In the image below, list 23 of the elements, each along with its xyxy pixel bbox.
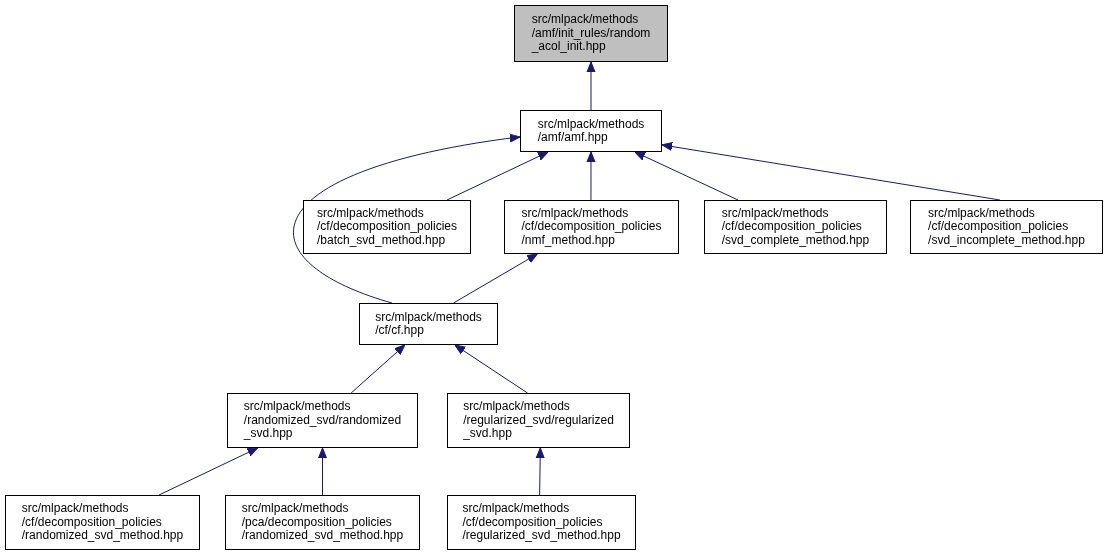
file-box: src/mlpack/methods /cf/decomposition_policies /svd_incomplete_method.hpp [910,200,1103,254]
file-box: src/mlpack/methods /cf/decomposition_policies /nmf_method.hpp [504,200,679,254]
include-arrow [158,447,259,496]
file-box: src/mlpack/methods /cf/cf.hpp [359,303,498,345]
file-box: src/mlpack/methods /randomized_svd/randomized _svd.hpp [227,393,418,448]
file-box: src/mlpack/methods /amf/amf.hpp [520,110,662,152]
file-box: src/mlpack/methods /regularized_svd/regularized _svd.hpp [447,393,630,448]
include-arrow [350,344,406,394]
file-box: src/mlpack/methods /pca/decomposition_policies /randomized_svd_method.hpp [225,495,420,550]
include-arrow [586,151,596,201]
include-arrow [453,253,538,304]
include-arrow [292,133,521,304]
file-box: src/mlpack/methods /amf/init_rules/random _acol_init.hpp [514,5,668,62]
include-arrow [586,61,596,111]
include-arrow [535,447,545,496]
file-box: src/mlpack/methods /cf/decomposition_policies /randomized_svd_method.hpp [5,495,200,550]
include-arrow [634,151,739,201]
file-box: src/mlpack/methods /cf/decomposition_policies /svd_complete_method.hpp [704,200,887,254]
include-arrow [318,447,327,496]
include-arrow [446,151,549,201]
file-box: src/mlpack/methods /cf/decomposition_policies /regularized_svd_method.hpp [447,495,636,550]
file-box: src/mlpack/methods /cf/decomposition_policies /batch_svd_method.hpp [303,200,471,254]
include-arrow [454,344,528,394]
